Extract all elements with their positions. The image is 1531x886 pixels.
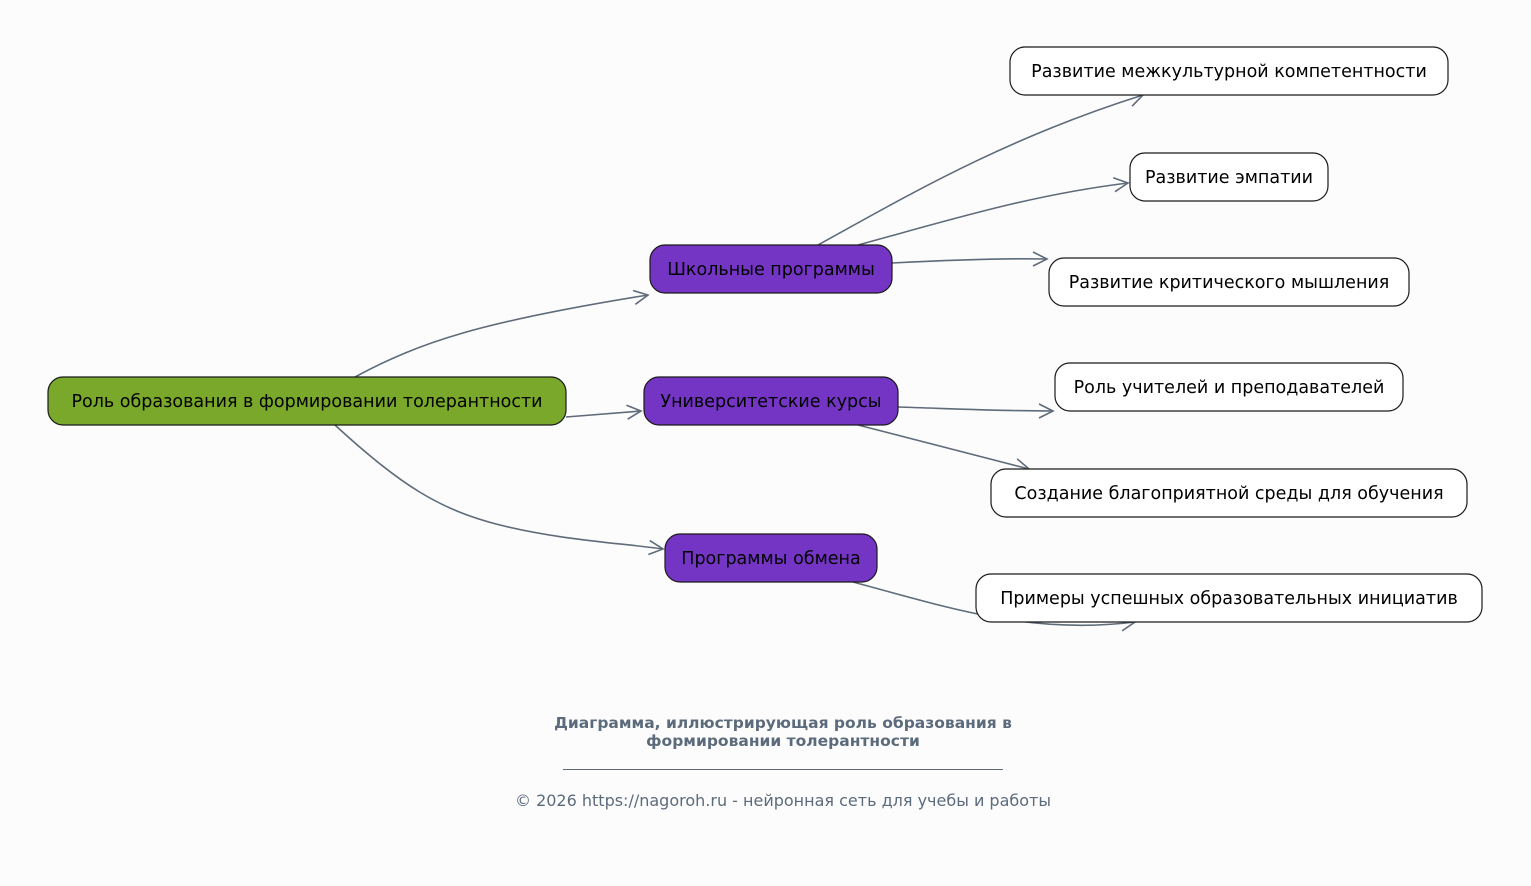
node-label: Создание благоприятной среды для обучени… <box>1014 484 1443 504</box>
caption-line-2: формировании толерантности <box>646 732 920 750</box>
node-label: Примеры успешных образовательных инициат… <box>1000 589 1458 609</box>
node-label: Развитие эмпатии <box>1145 168 1313 188</box>
leaf-node-s3[interactable]: Развитие критического мышления <box>1048 257 1410 307</box>
edge-school-to-s2 <box>857 182 1129 246</box>
node-box <box>47 376 567 426</box>
node-label: Программы обмена <box>681 549 860 569</box>
diagram-caption: Диаграмма, иллюстрирующая роль образован… <box>0 714 1531 750</box>
node-label: Университетские курсы <box>660 392 881 412</box>
node-label: Развитие критического мышления <box>1069 273 1390 293</box>
node-box <box>990 468 1468 518</box>
edge-uni-to-u1 <box>897 406 1054 412</box>
node-box <box>649 244 893 294</box>
caption-divider <box>563 769 1003 770</box>
leaf-node-e1[interactable]: Примеры успешных образовательных инициат… <box>975 573 1483 623</box>
edge-uni-to-u2 <box>857 424 1030 470</box>
branch-node-exchange[interactable]: Программы обмена <box>664 533 878 583</box>
arrowhead-icon <box>1032 251 1049 267</box>
node-box <box>1054 362 1404 412</box>
arrowhead-icon <box>1038 403 1055 419</box>
node-box <box>975 573 1483 623</box>
node-box <box>1048 257 1410 307</box>
leaf-node-u2[interactable]: Создание благоприятной среды для обучени… <box>990 468 1468 518</box>
caption-line-1: Диаграмма, иллюстрирующая роль образован… <box>554 714 1012 732</box>
footer-copyright: © 2026 https://nagoroh.ru - нейронная се… <box>514 791 1051 810</box>
nodes: Роль образования в формировании толерант… <box>47 46 1483 623</box>
leaf-node-s1[interactable]: Развитие межкультурной компетентности <box>1009 46 1449 96</box>
edge-root-to-exchange <box>334 424 664 550</box>
node-box <box>643 376 899 426</box>
leaf-node-u1[interactable]: Роль учителей и преподавателей <box>1054 362 1404 412</box>
node-label: Роль учителей и преподавателей <box>1074 378 1385 398</box>
edge-root-to-uni <box>565 410 642 418</box>
node-label: Школьные программы <box>667 260 875 280</box>
node-box <box>664 533 878 583</box>
arrowhead-icon <box>626 404 643 420</box>
node-box <box>1129 152 1329 202</box>
edge-school-to-s3 <box>891 257 1048 264</box>
branch-node-school[interactable]: Школьные программы <box>649 244 893 294</box>
node-box <box>1009 46 1449 96</box>
arrowhead-icon <box>632 289 650 305</box>
node-label: Развитие межкультурной компетентности <box>1031 62 1427 82</box>
arrowhead-icon <box>648 539 665 556</box>
mind-map-diagram: Роль образования в формировании толерант… <box>47 46 1483 632</box>
branch-node-uni[interactable]: Университетские курсы <box>643 376 899 426</box>
edge-school-to-s1 <box>817 94 1144 246</box>
root-node-root[interactable]: Роль образования в формировании толерант… <box>47 376 567 426</box>
node-label: Роль образования в формировании толерант… <box>71 392 542 412</box>
arrowhead-icon <box>1112 177 1130 193</box>
leaf-node-s2[interactable]: Развитие эмпатии <box>1129 152 1329 202</box>
edge-root-to-school <box>354 294 649 378</box>
